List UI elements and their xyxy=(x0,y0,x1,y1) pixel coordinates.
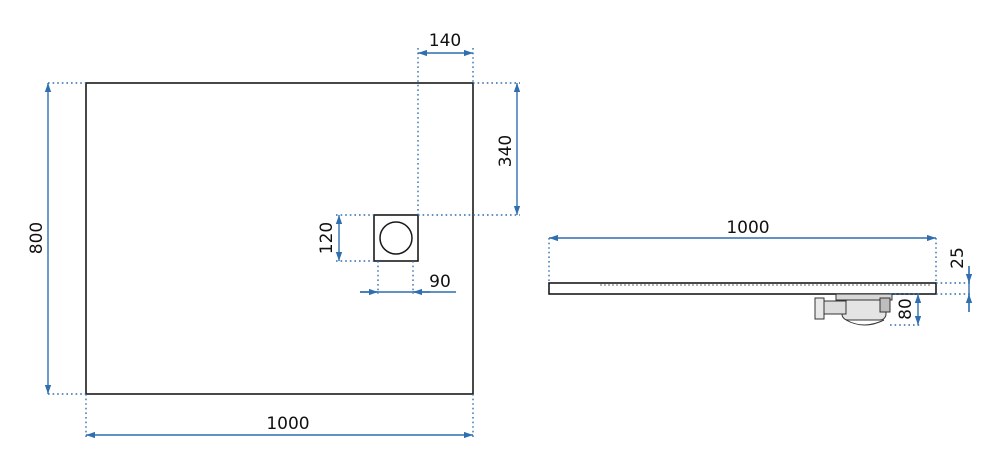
side-view-extension-lines xyxy=(548,238,972,326)
side-view: 1000 25 80 xyxy=(548,218,973,326)
label-width: 1000 xyxy=(266,414,309,434)
label-drain-spacing: 90 xyxy=(429,272,451,292)
label-depth: 800 xyxy=(27,222,47,254)
label-drain-offset-y: 340 xyxy=(496,135,516,167)
label-drain-offset-x: 140 xyxy=(429,31,461,51)
siphon-drawing xyxy=(814,293,893,326)
tray-side-profile xyxy=(548,282,937,295)
label-length: 1000 xyxy=(726,218,769,238)
label-siphon-height: 80 xyxy=(896,298,916,320)
label-thickness: 25 xyxy=(948,247,968,269)
top-view: 800 1000 140 340 120 90 xyxy=(27,31,521,440)
label-drain-size: 120 xyxy=(317,222,337,254)
drain-circle xyxy=(379,221,413,255)
